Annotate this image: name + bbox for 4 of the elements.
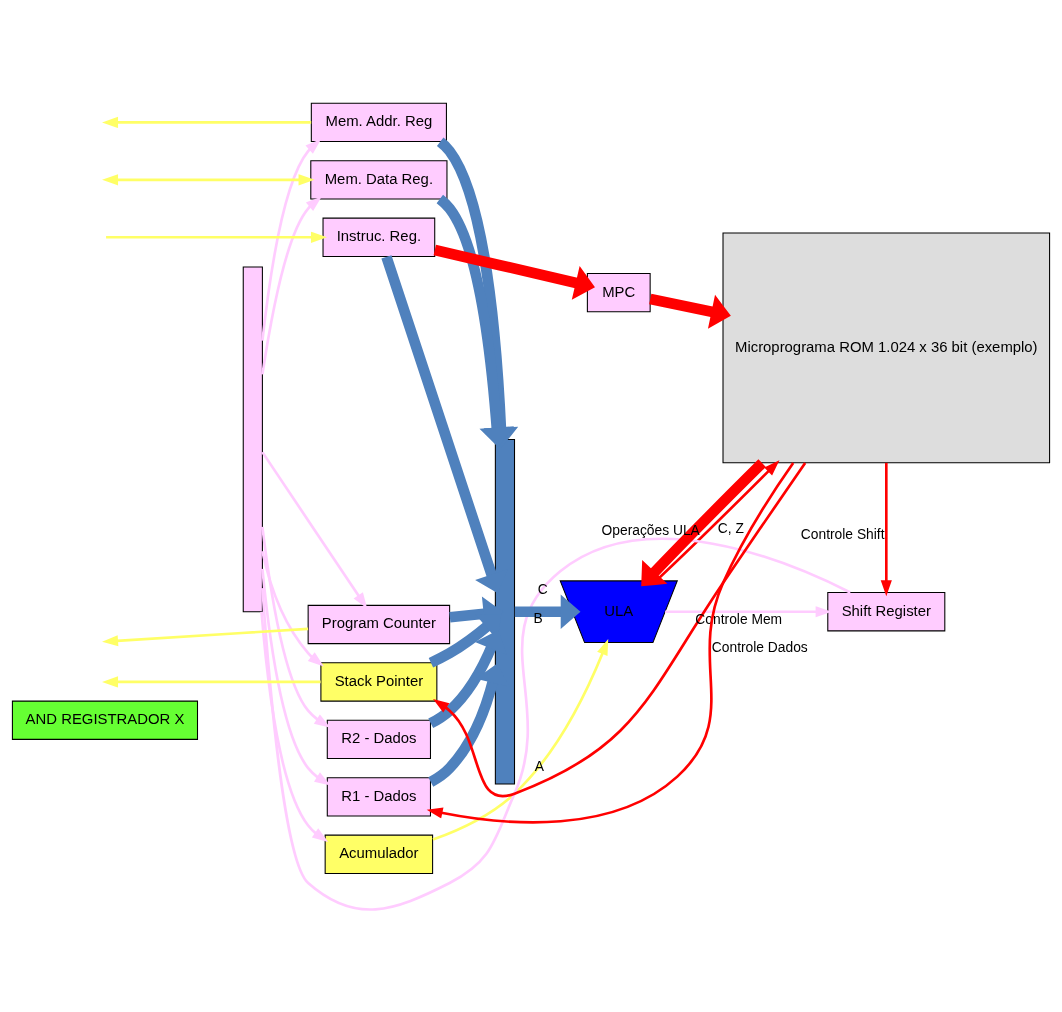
edge-label: Controle Shift [800, 525, 885, 542]
edge-label: C, Z [717, 519, 744, 536]
edge-label: C [537, 580, 548, 597]
edge-label: Controle Dados [711, 638, 808, 655]
